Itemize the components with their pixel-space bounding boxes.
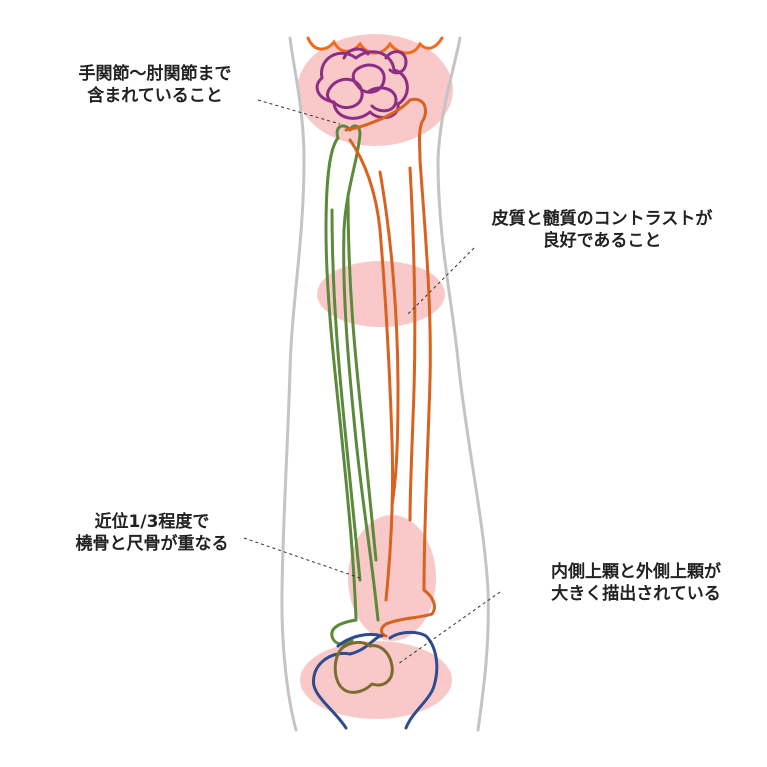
ulna-proximal-end: [380, 588, 436, 638]
carpal-bones: [315, 47, 409, 120]
annotation-line: 含まれていること: [87, 86, 223, 106]
forearm-outline-left: [280, 36, 306, 732]
highlight-elbow: [300, 641, 452, 719]
annotation-cortex-medulla: 皮質と髄質のコントラストが 良好であること: [452, 208, 752, 252]
annotation-line: 良好であること: [542, 231, 662, 251]
annotation-line: 内側上顆と外側上顆が: [551, 562, 721, 582]
carpal-bone: [366, 86, 398, 113]
annotation-line: 橈骨と尺骨が重なる: [75, 534, 229, 554]
carpal-bone: [342, 47, 370, 60]
annotation-line: 皮質と髄質のコントラストが: [491, 209, 713, 229]
radius-cortex-line: [330, 208, 362, 582]
leader-line-wrist: [257, 99, 341, 125]
humerus-trochlea: [336, 632, 384, 648]
annotation-line: 手関節〜肘関節まで: [78, 64, 232, 84]
annotation-line: 大きく描出されている: [551, 584, 721, 604]
radius-cortex-line: [346, 194, 378, 562]
ulna-cortex-line: [378, 170, 400, 507]
ulna-outer-edge: [418, 158, 432, 592]
annotation-line: 近位1/3程度で: [94, 512, 210, 532]
radius-head: [330, 618, 358, 646]
annotation-epicondyles: 内側上顆と外側上顆が 大きく描出されている: [520, 561, 752, 605]
ulna-cortex-line: [408, 166, 417, 522]
leader-line-epicondyle: [397, 591, 501, 665]
leader-lines: [243, 99, 501, 665]
carpal-bone: [351, 63, 386, 94]
annotation-radius-ulna-overlap: 近位1/3程度で 橈骨と尺骨が重なる: [52, 511, 252, 555]
elbow-overlap-outline: [333, 640, 394, 694]
carpal-bone: [384, 50, 408, 75]
leader-line-overlap: [243, 537, 361, 579]
radius-inner-edge: [324, 136, 358, 622]
annotation-wrist-elbow: 手関節〜肘関節まで 含まれていること: [50, 63, 260, 107]
ulna-distal-end: [344, 97, 427, 162]
humerus-medial-side: [388, 630, 439, 730]
carpal-bone: [326, 77, 364, 109]
forearm-outline-right: [436, 36, 490, 732]
forearm-outline: [280, 36, 490, 732]
ulna-bone: [344, 97, 436, 638]
ulna-inner-edge: [348, 138, 395, 602]
